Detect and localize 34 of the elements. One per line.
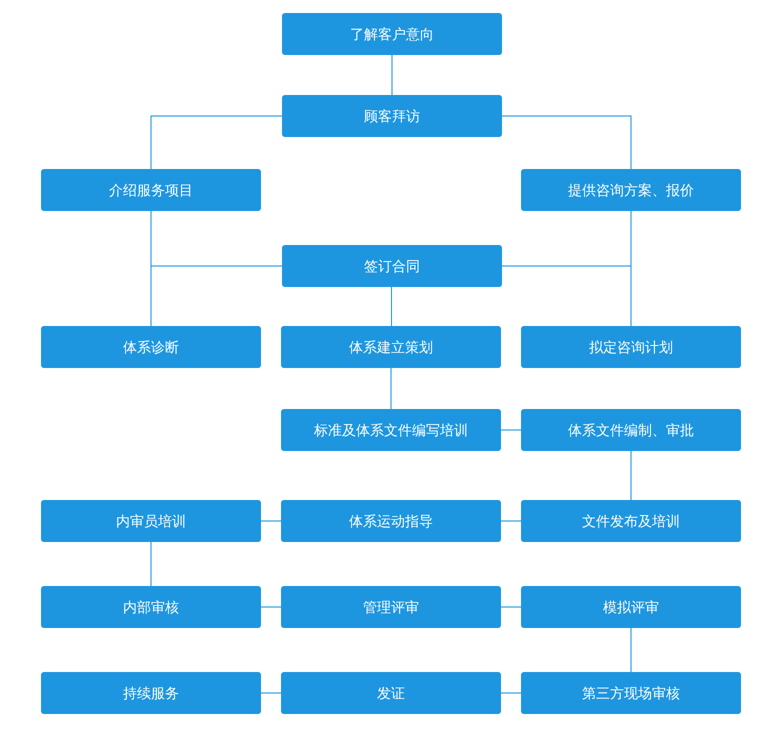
process-box: 提供咨询方案、报价 <box>521 169 741 211</box>
process-box: 内部审核 <box>41 586 261 628</box>
connector-line <box>150 116 282 170</box>
connector-line <box>500 606 522 608</box>
connector-line <box>502 266 632 326</box>
process-box: 体系文件编制、审批 <box>521 409 741 451</box>
connector-line <box>260 606 282 608</box>
connector-line <box>500 520 522 522</box>
process-box: 顾客拜访 <box>282 95 502 137</box>
process-box: 发证 <box>281 672 501 714</box>
connector-line <box>260 692 282 694</box>
process-box: 体系建立策划 <box>281 326 501 368</box>
process-box: 管理评审 <box>281 586 501 628</box>
connector-line <box>390 368 392 410</box>
connector-line <box>150 266 282 326</box>
connector-line <box>150 542 152 586</box>
process-box: 拟定咨询计划 <box>521 326 741 368</box>
process-box: 文件发布及培训 <box>521 500 741 542</box>
process-box: 签订合同 <box>282 245 502 287</box>
connector-line <box>500 692 522 694</box>
process-box: 体系诊断 <box>41 326 261 368</box>
process-box: 内审员培训 <box>41 500 261 542</box>
process-box: 介绍服务项目 <box>41 169 261 211</box>
connector-line <box>630 628 632 672</box>
connector-line <box>391 286 392 326</box>
connector-line <box>630 450 632 500</box>
process-box: 体系运动指导 <box>281 500 501 542</box>
process-box: 了解客户意向 <box>282 13 502 55</box>
process-box: 标准及体系文件编写培训 <box>281 409 501 451</box>
connector-line <box>502 116 632 170</box>
process-box: 模拟评审 <box>521 586 741 628</box>
process-box: 持续服务 <box>41 672 261 714</box>
process-box: 第三方现场审核 <box>521 672 741 714</box>
connector-line <box>260 520 282 522</box>
